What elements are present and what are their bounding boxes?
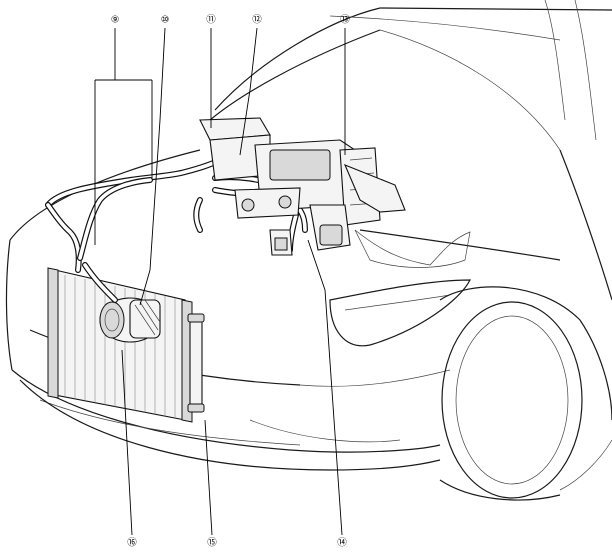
svg-text:⑩: ⑩	[161, 15, 170, 26]
leader-lines	[94, 27, 346, 536]
leader-16	[121, 349, 133, 536]
vehicle-body-outline	[5, 0, 612, 501]
callout-14: ⑭	[337, 538, 347, 549]
svg-text:⑭: ⑭	[337, 538, 347, 549]
callout-12: ⑫	[252, 15, 262, 26]
callout-13: ⑬	[340, 15, 350, 26]
svg-text:⑪: ⑪	[206, 15, 216, 26]
leader-14	[307, 239, 343, 536]
leader-15	[204, 419, 213, 536]
svg-text:⑬: ⑬	[340, 15, 350, 26]
svg-text:⑫: ⑫	[252, 15, 262, 26]
svg-text:⑮: ⑮	[207, 538, 217, 549]
callout-16: ⑯	[127, 538, 137, 549]
condenser	[47, 267, 193, 423]
hvac-unit	[199, 117, 471, 268]
leader-10	[139, 27, 166, 306]
callout-labels: ⑨ ⑩ ⑪ ⑫ ⑬ ⑭ ⑮ ⑯	[111, 15, 351, 549]
svg-text:⑨: ⑨	[111, 15, 120, 26]
callout-11: ⑪	[206, 15, 216, 26]
svg-text:⑯: ⑯	[127, 538, 137, 549]
callout-10: ⑩	[161, 15, 170, 26]
callout-15: ⑮	[207, 538, 217, 549]
ac-compressor	[99, 297, 161, 343]
receiver-drier	[187, 313, 205, 413]
callout-9: ⑨	[111, 15, 120, 26]
leader-12	[239, 27, 258, 156]
